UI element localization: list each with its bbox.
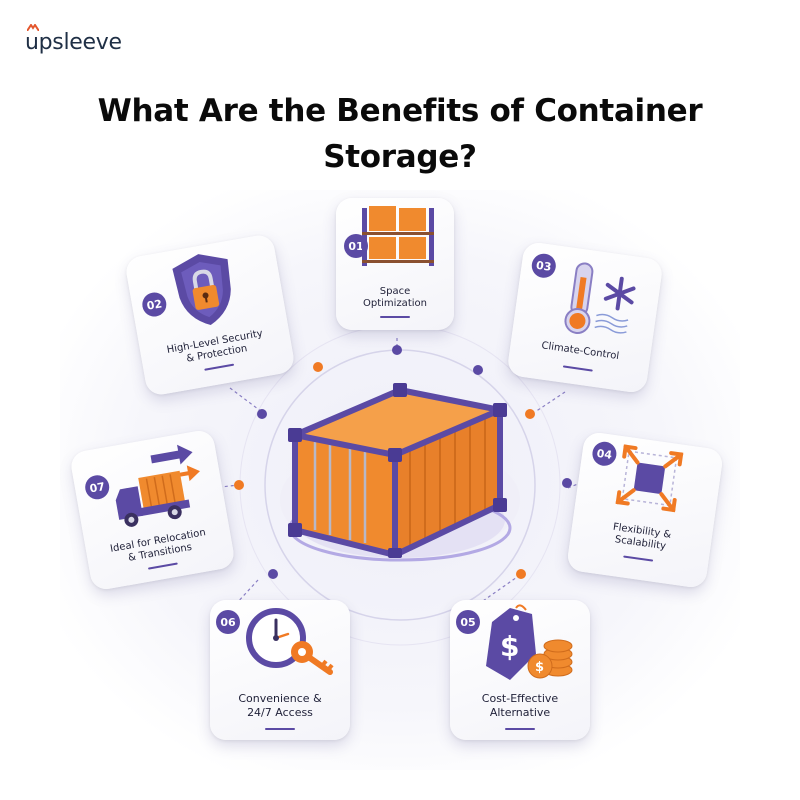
step-number-badge: 03 [530, 252, 558, 280]
roof-icon [27, 24, 39, 31]
underline [380, 316, 410, 318]
benefit-card-03: 03 Climate-Control [506, 240, 664, 395]
step-number-badge: 04 [590, 440, 618, 468]
underline [562, 365, 593, 372]
expand-arrows-icon [615, 444, 684, 513]
step-number-badge: 05 [456, 610, 480, 634]
page-title: What Are the Benefits of Container Stora… [97, 93, 703, 175]
underline [265, 728, 295, 730]
underline [505, 728, 535, 730]
connector-dot [313, 362, 323, 372]
connector-dot [562, 478, 572, 488]
benefit-card-06: 06 Convenience & 24/7 Access [210, 600, 350, 740]
brand-logo: upsleeve [25, 24, 122, 55]
connector-dot [234, 480, 244, 490]
connector-dot [473, 365, 483, 375]
connector-dot [525, 409, 535, 419]
benefit-label: Ideal for Relocation & Transitions [109, 527, 207, 564]
underline [147, 562, 178, 570]
price-tag-coins-icon: $ $ [486, 604, 573, 680]
underline [623, 555, 654, 562]
logo-text: upsleeve [25, 30, 122, 55]
svg-text:$: $ [535, 660, 544, 675]
benefit-label: Space Optimization [363, 286, 427, 309]
benefit-label: Cost-Effective Alternative [481, 692, 559, 719]
benefit-card-07: 07 Ideal for Relocation & Transitions [68, 428, 237, 592]
benefit-card-01: 01 Space Optimization [336, 198, 454, 330]
shipping-container-icon [288, 383, 507, 558]
step-number-badge: 02 [140, 290, 169, 319]
clock-key-icon [246, 608, 334, 675]
benefit-label: Convenience & 24/7 Access [238, 692, 322, 719]
shield-lock-icon [172, 254, 231, 326]
benefit-card-04: 04 Flexibility & Scalability [565, 430, 725, 590]
svg-text:$: $ [500, 630, 519, 663]
step-number-badge: 06 [216, 610, 240, 634]
moving-truck-icon [115, 444, 200, 527]
connector-dot [392, 345, 402, 355]
benefit-card-05: 05 $ $ Cost-Effective Alternative [450, 600, 590, 740]
thermometer-snowflake-icon [564, 262, 636, 334]
underline [204, 363, 235, 371]
warehouse-shelf-boxes-icon [362, 206, 434, 266]
benefit-card-02: 02 High-Level Security & Protection [123, 233, 297, 397]
benefit-label: Flexibility & Scalability [612, 521, 672, 553]
connector-dot [268, 569, 278, 579]
connector-dot [257, 409, 267, 419]
connector-dot [516, 569, 526, 579]
